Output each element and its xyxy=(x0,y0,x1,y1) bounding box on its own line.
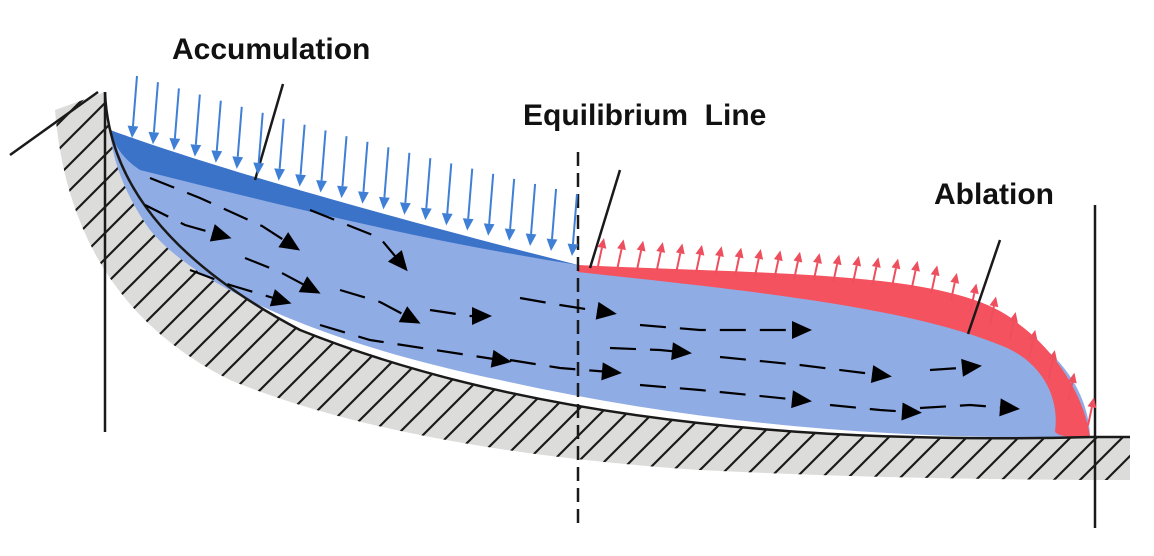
arrow-down-icon xyxy=(441,163,453,226)
arrow-down-icon xyxy=(462,168,474,231)
arrow-up-icon xyxy=(891,258,901,287)
arrow-up-icon xyxy=(616,239,626,268)
arrow-down-icon xyxy=(358,141,369,204)
flow-line xyxy=(929,365,971,372)
arrow-down-icon xyxy=(211,100,223,163)
arrow-down-icon xyxy=(483,173,495,236)
arrow-right-icon xyxy=(999,398,1020,417)
ablation-label: Ablation xyxy=(934,178,1054,211)
arrow-down-icon xyxy=(190,94,202,157)
arrow-down-icon xyxy=(295,124,306,187)
arrow-up-icon xyxy=(714,246,724,275)
accumulation-label: Accumulation xyxy=(172,33,371,66)
arrow-right-icon xyxy=(601,362,622,381)
arrow-down-icon xyxy=(337,136,348,199)
ablation-arrows xyxy=(597,238,1097,426)
arrow-down-icon xyxy=(127,75,139,138)
arrow-right-icon xyxy=(792,321,812,339)
arrow-right-icon xyxy=(398,306,421,324)
flow-line xyxy=(149,176,291,245)
arrow-up-icon xyxy=(949,273,960,302)
arrow-up-icon xyxy=(1008,312,1018,341)
arrow-up-icon xyxy=(930,265,940,294)
arrow-up-icon xyxy=(695,244,705,274)
arrow-down-icon xyxy=(504,178,516,241)
arrow-up-icon xyxy=(871,257,881,286)
arrow-right-icon xyxy=(387,250,408,272)
flow-line xyxy=(319,323,501,362)
arrow-down-icon xyxy=(567,193,579,256)
arrow-up-icon xyxy=(851,255,862,285)
flow-line xyxy=(639,323,800,332)
arrow-up-icon xyxy=(812,253,822,282)
accumulation-arrows xyxy=(127,75,579,256)
arrow-right-icon xyxy=(961,358,982,377)
arrow-right-icon xyxy=(298,276,321,294)
arrow-right-icon xyxy=(278,232,301,251)
flow-line xyxy=(639,383,801,402)
flow-arrows xyxy=(144,176,1020,421)
arrow-down-icon xyxy=(253,112,265,175)
flow-line xyxy=(509,358,611,374)
flow-line xyxy=(829,403,911,414)
arrow-down-icon xyxy=(169,88,181,151)
arrow-right-icon xyxy=(671,342,692,361)
arrow-up-icon xyxy=(655,242,666,271)
flow-line xyxy=(189,268,281,302)
arrow-down-icon xyxy=(420,158,432,221)
arrow-up-icon xyxy=(793,251,803,280)
arrow-up-icon xyxy=(597,238,607,267)
arrow-right-icon xyxy=(209,224,232,242)
ablation-zone xyxy=(578,265,1090,437)
arrow-up-icon xyxy=(832,254,842,283)
valley-wall-line xyxy=(9,90,99,157)
arrow-down-icon xyxy=(232,106,244,169)
equilibrium-line-label: Equilibrium Line xyxy=(523,99,767,132)
arrow-right-icon xyxy=(472,307,492,325)
arrow-down-icon xyxy=(274,118,286,181)
arrow-up-icon xyxy=(1067,372,1077,401)
arrow-up-icon xyxy=(1047,350,1058,379)
arrow-down-icon xyxy=(399,152,411,215)
arrow-right-icon xyxy=(269,289,292,307)
equilibrium-leader-line xyxy=(588,169,622,269)
flow-line xyxy=(144,204,221,237)
arrow-down-icon xyxy=(525,183,537,246)
arrow-up-icon xyxy=(1028,329,1038,359)
arrow-up-icon xyxy=(773,250,783,279)
arrow-right-icon xyxy=(901,402,922,421)
arrow-down-icon xyxy=(316,130,327,193)
flow-line xyxy=(309,208,401,263)
arrow-right-icon xyxy=(791,390,812,409)
arrow-right-icon xyxy=(490,349,512,368)
arrow-up-icon xyxy=(675,243,685,272)
arrow-up-icon xyxy=(636,240,646,269)
arrow-down-icon xyxy=(148,82,160,145)
arrow-up-icon xyxy=(1087,397,1097,426)
flow-line xyxy=(339,288,411,319)
arrow-up-icon xyxy=(734,247,744,276)
ablation-leader-line xyxy=(966,239,1002,335)
flow-line xyxy=(719,355,881,377)
flow-line xyxy=(519,296,606,314)
arrow-up-icon xyxy=(969,283,979,312)
glacier-bed-line xyxy=(103,91,1130,440)
flow-line xyxy=(244,256,311,289)
arrow-down-icon xyxy=(546,188,558,251)
flow-line xyxy=(919,403,1009,410)
arrow-down-icon xyxy=(379,147,390,210)
arrow-up-icon xyxy=(910,260,920,290)
arrow-right-icon xyxy=(595,301,617,320)
arrow-up-icon xyxy=(753,248,764,278)
arrow-up-icon xyxy=(989,296,999,325)
arrow-right-icon xyxy=(870,365,892,383)
